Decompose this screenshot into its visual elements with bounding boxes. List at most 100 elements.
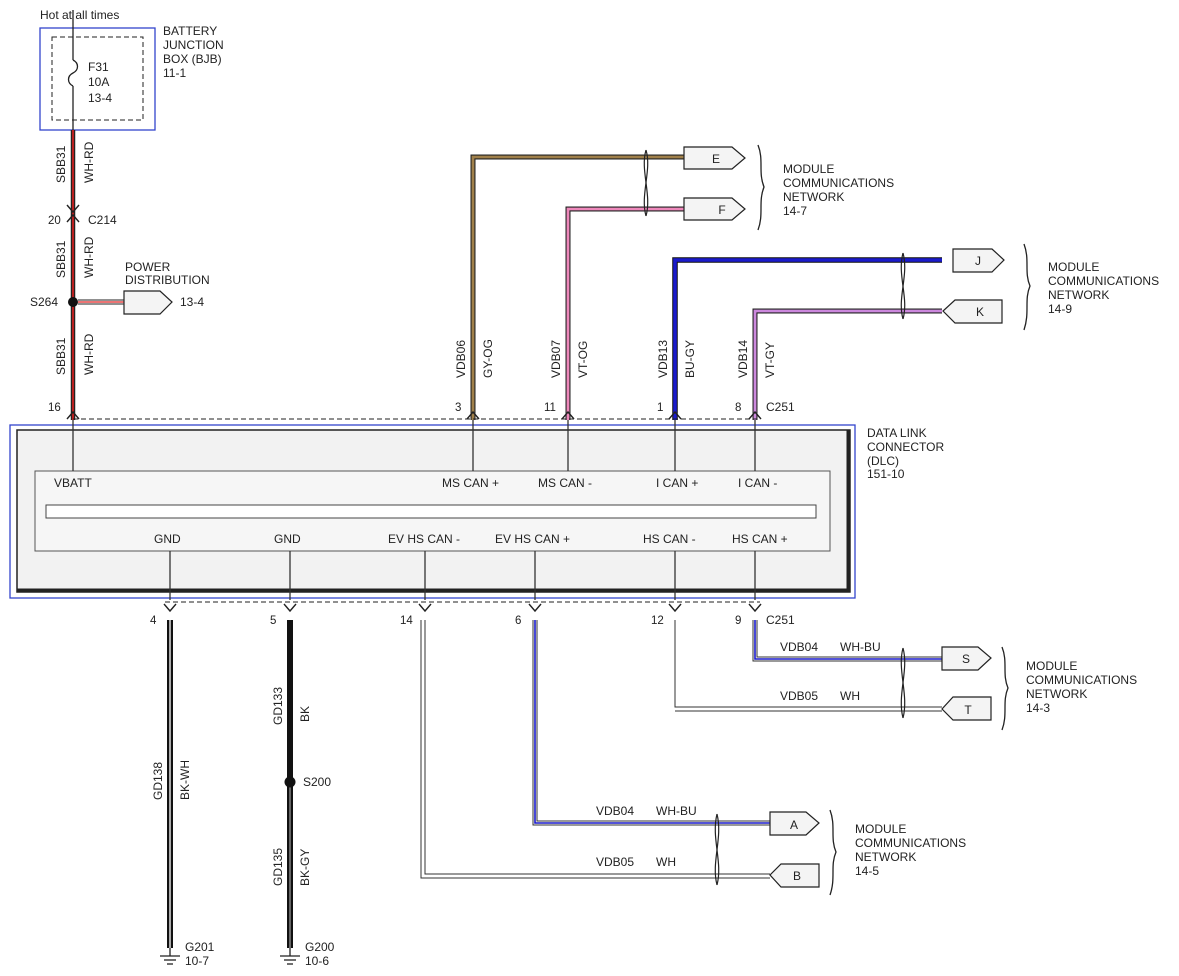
fuse-ref: 13-4 <box>88 91 112 105</box>
pin-4: 4 <box>150 615 157 627</box>
fuse-f31-icon <box>67 59 79 87</box>
flag-s: S <box>941 646 992 671</box>
wire-vdb05-ab <box>420 620 770 879</box>
flag-k: K <box>942 299 1003 324</box>
wire-vdb04-st <box>752 620 942 662</box>
top-wire-labels: VDB06 GY-OG VDB07 VT-OG VDB13 BU-GY VDB1… <box>454 339 795 414</box>
bottom-pin-labels: 4 5 14 6 12 9 C251 <box>150 613 795 627</box>
flag-f: F <box>683 197 746 221</box>
wh-bu-ab-color: WH-BU <box>656 804 697 818</box>
dlc-pin-gnd-1: GND <box>154 532 181 546</box>
fuse-id: F31 <box>88 60 109 74</box>
network-4-ref: 14-5 <box>855 864 879 878</box>
vdb14-color: VT-GY <box>763 342 777 378</box>
power-distribution-ref: 13-4 <box>180 295 204 309</box>
gd135-circuit: GD135 <box>271 848 285 886</box>
g201-label: G201 <box>185 940 215 954</box>
vdb05-ab-circuit: VDB05 <box>596 855 634 869</box>
flag-t: T <box>941 696 992 721</box>
vdb13-circuit: VDB13 <box>656 340 670 378</box>
gd138-color: BK-WH <box>178 760 192 800</box>
pin-5: 5 <box>270 615 276 627</box>
twisted-pair-st-icon <box>900 647 906 719</box>
c251-bottom-label: C251 <box>766 613 795 627</box>
network-2-line3: NETWORK <box>1048 288 1109 302</box>
pin-6: 6 <box>515 615 521 627</box>
wire-vdb13 <box>672 257 942 420</box>
pin-11: 11 <box>544 402 556 414</box>
network-4-line1: MODULE <box>855 822 906 836</box>
flag-e: E <box>683 146 746 170</box>
network-3-line1: MODULE <box>1026 659 1077 673</box>
svg-text:A: A <box>790 818 798 832</box>
wire-vdb14 <box>752 308 942 420</box>
power-distribution-line2: DISTRIBUTION <box>125 273 210 287</box>
vdb07-circuit: VDB07 <box>549 340 563 378</box>
dlc-pin-ms-can-minus: MS CAN - <box>538 476 592 490</box>
gd133-color: BK <box>298 706 312 722</box>
wh-rd-color-3: WH-RD <box>82 333 96 375</box>
dlc-pin-vbatt: VBATT <box>54 476 92 490</box>
dlc-pin-hs-can-minus: HS CAN - <box>643 532 696 546</box>
vdb04-st-circuit: VDB04 <box>780 640 818 654</box>
s264-splice-dot <box>68 297 78 307</box>
network-brace-3 <box>1001 646 1009 731</box>
c251-top-label: C251 <box>766 400 795 414</box>
svg-text:T: T <box>964 703 972 717</box>
dlc-pin-ev-hs-can-plus: EV HS CAN + <box>495 532 570 546</box>
power-distribution-flag-icon <box>123 290 173 315</box>
network-brace-1 <box>757 144 765 231</box>
bjb-name-line1: BATTERY <box>163 24 217 38</box>
vdb06-circuit: VDB06 <box>454 340 468 378</box>
sbb31-circuit-1: SBB31 <box>54 145 68 183</box>
pin-12: 12 <box>651 615 664 627</box>
power-distribution-branch: POWER DISTRIBUTION 13-4 <box>78 260 210 315</box>
network-3-line3: NETWORK <box>1026 687 1087 701</box>
flag-a: A <box>769 811 820 836</box>
s264-label: S264 <box>30 295 58 309</box>
vdb14-circuit: VDB14 <box>736 340 750 378</box>
vdb13-color: BU-GY <box>683 340 697 378</box>
gd133-circuit: GD133 <box>271 687 285 725</box>
twisted-pair-jk-icon <box>900 252 906 320</box>
power-feed-wire: SBB31 WH-RD 20 C214 SBB31 WH-RD S264 SBB… <box>30 130 117 420</box>
bjb-fuse-box <box>51 36 144 121</box>
wire-vdb04-ab <box>532 620 770 826</box>
bjb-outline <box>39 27 156 131</box>
bjb-name-line3: BOX (BJB) <box>163 52 222 66</box>
network-4-line2: COMMUNICATIONS <box>855 836 966 850</box>
dlc-pin-ms-can-plus: MS CAN + <box>442 476 499 490</box>
pin-20: 20 <box>48 215 61 227</box>
top-pin-arrows <box>466 410 762 420</box>
network-1-line2: COMMUNICATIONS <box>783 176 894 190</box>
svg-text:F: F <box>718 203 725 217</box>
pin-16: 16 <box>48 402 61 414</box>
network-brace-4 <box>829 809 837 896</box>
s200-splice-dot <box>284 776 296 788</box>
ground-g201-icon <box>160 948 180 965</box>
dlc-ref: 151-10 <box>867 467 905 481</box>
svg-text:S: S <box>962 652 970 666</box>
dlc-name-line3: (DLC) <box>867 454 899 468</box>
bjb-ref: 11-1 <box>163 66 186 80</box>
pin-14: 14 <box>400 615 413 627</box>
sbb31-circuit-2: SBB31 <box>54 240 68 278</box>
data-link-connector: VBATT MS CAN + MS CAN - I CAN + I CAN - … <box>9 420 944 600</box>
pin16-connector-icon <box>66 410 80 420</box>
sbb31-circuit-3: SBB31 <box>54 337 68 375</box>
bottom-pin-arrows <box>163 603 762 613</box>
wire-gd138: GD138 BK-WH G201 10-7 <box>151 620 215 968</box>
dlc-pin-ev-hs-can-minus: EV HS CAN - <box>388 532 460 546</box>
network-1-line1: MODULE <box>783 162 834 176</box>
wire-gd133-gd135: GD133 BK S200 GD135 BK-GY G200 10-6 <box>271 620 335 968</box>
network-2-line2: COMMUNICATIONS <box>1048 274 1159 288</box>
g200-label: G200 <box>305 940 335 954</box>
gd135-color: BK-GY <box>298 849 312 886</box>
g201-ref: 10-7 <box>185 954 209 968</box>
g200-ref: 10-6 <box>305 954 329 968</box>
network-3-ref: 14-3 <box>1026 701 1050 715</box>
wire-vdb05-st <box>674 620 942 712</box>
dlc-name-line2: CONNECTOR <box>867 440 944 454</box>
wh-ab-color: WH <box>656 855 676 869</box>
wire-vdb07 <box>565 206 684 420</box>
